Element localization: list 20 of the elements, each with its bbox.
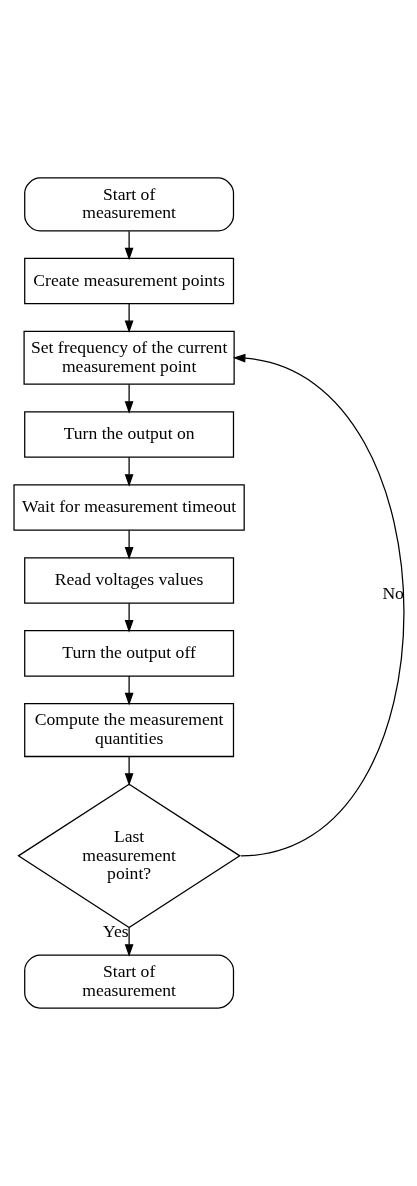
node-box: Start of measurement (23, 177, 234, 232)
node-box: Create measurement points (23, 257, 234, 305)
node-box: Read voltages values (23, 557, 234, 604)
arrow (124, 384, 133, 414)
arrow (124, 303, 133, 334)
arrow (124, 602, 133, 633)
arrow (124, 927, 133, 957)
edge-label: No (381, 582, 404, 603)
node-box: Turn the output on (23, 411, 234, 458)
node-box: Turn the output off (23, 630, 234, 677)
arrow (232, 353, 405, 857)
arrow (124, 456, 133, 487)
node-box: Wait for measurement timeout (12, 484, 245, 531)
node-box: Compute the measurement quantities (23, 703, 234, 758)
arrow (124, 756, 133, 786)
node-box: Start of measurement (23, 954, 234, 1009)
arrow (124, 230, 133, 261)
node-box: Set frequency of the current measurement point (22, 330, 235, 385)
arrow (124, 675, 133, 706)
arrow (124, 529, 133, 560)
